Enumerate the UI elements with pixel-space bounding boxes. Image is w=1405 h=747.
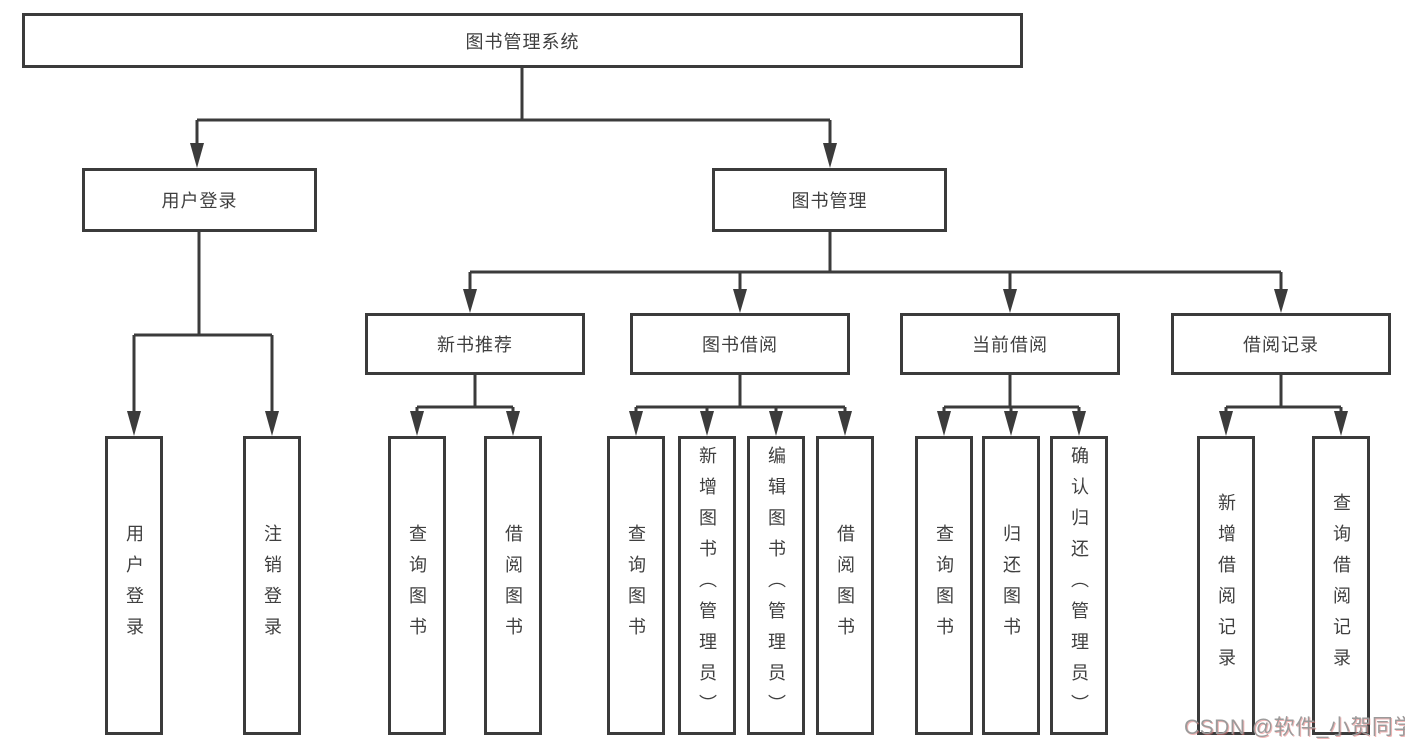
node-label: 图书管理系统: [465, 31, 580, 52]
node-label: 查询图书: [626, 523, 646, 648]
node-label: 当前借阅: [972, 335, 1048, 355]
node-current-borrowing: 当前借阅: [900, 313, 1120, 375]
node-book-management: 图书管理: [712, 168, 947, 232]
node-label: 归还图书: [1001, 523, 1021, 648]
node-label: 编辑图书（管理员）: [766, 446, 786, 725]
node-user-login: 用户登录: [82, 168, 317, 232]
node-label: 注销登录: [262, 523, 282, 648]
node-book-borrowing: 图书借阅: [630, 313, 850, 375]
node-label: 用户登录: [161, 191, 238, 211]
leaf-confirm-return-admin: 确认归还（管理员）: [1050, 436, 1108, 735]
leaf-add-borrow-record: 新增借阅记录: [1197, 436, 1255, 735]
leaf-user-login: 用户登录: [105, 436, 163, 735]
node-label: 确认归还（管理员）: [1069, 446, 1089, 725]
node-label: 借阅图书: [503, 523, 523, 648]
leaf-return-books: 归还图书: [982, 436, 1040, 735]
node-label: 查询借阅记录: [1331, 492, 1351, 679]
node-label: 新增图书（管理员）: [697, 446, 717, 725]
leaf-query-borrow-record: 查询借阅记录: [1312, 436, 1370, 735]
node-label: 借阅记录: [1243, 335, 1319, 355]
node-label: 用户登录: [124, 523, 144, 648]
csdn-watermark: CSDN @软件_小贺同学: [1184, 716, 1405, 739]
leaf-add-books-admin: 新增图书（管理员）: [678, 436, 736, 735]
node-label: 图书借阅: [702, 335, 778, 355]
leaf-query-books-recommend: 查询图书: [388, 436, 446, 735]
node-label: 新增借阅记录: [1216, 492, 1236, 679]
node-label: 图书管理: [791, 191, 868, 211]
node-library-management-system: 图书管理系统: [22, 13, 1023, 68]
leaf-logout: 注销登录: [243, 436, 301, 735]
node-new-book-recommendation: 新书推荐: [365, 313, 585, 375]
node-label: 借阅图书: [835, 523, 855, 648]
leaf-edit-books-admin: 编辑图书（管理员）: [747, 436, 805, 735]
node-label: 查询图书: [934, 523, 954, 648]
leaf-query-books-borrowing: 查询图书: [607, 436, 665, 735]
node-label: 查询图书: [407, 523, 427, 648]
leaf-borrow-books: 借阅图书: [816, 436, 874, 735]
arrowheads: [127, 143, 1348, 436]
leaf-borrow-books-recommend: 借阅图书: [484, 436, 542, 735]
leaf-query-books-current: 查询图书: [915, 436, 973, 735]
node-label: 新书推荐: [437, 335, 513, 355]
node-borrowing-records: 借阅记录: [1171, 313, 1391, 375]
